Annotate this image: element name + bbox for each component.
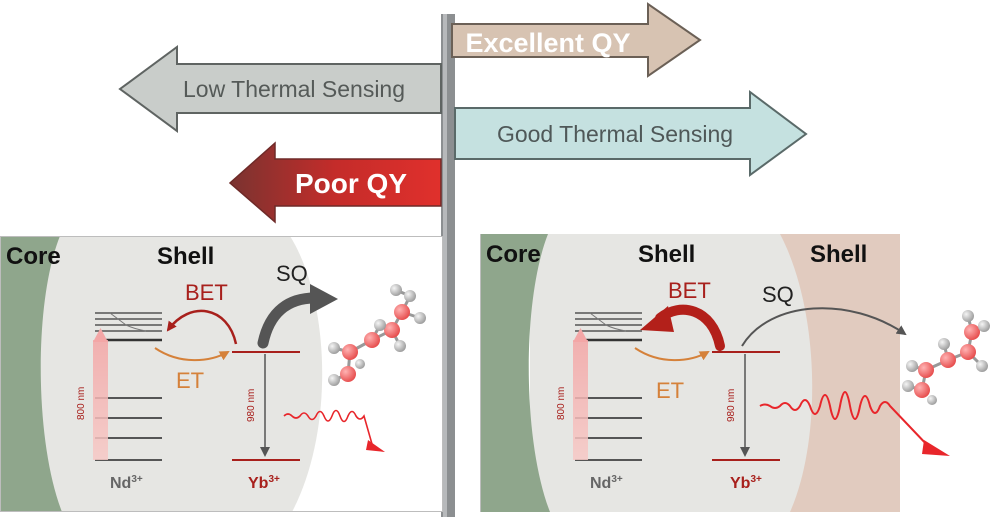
left-et-label: ET: [176, 368, 204, 393]
low-thermal-sensing-arrow: Low Thermal Sensing: [118, 45, 442, 133]
good-thermal-sensing-arrow: Good Thermal Sensing: [454, 90, 808, 177]
left-nd-label: Nd3+: [110, 474, 143, 492]
signpost: Excellent QY Low Thermal Sensing Good Th…: [118, 2, 808, 517]
right-yb-label: Yb3+: [730, 474, 762, 492]
left-sq-label: SQ: [276, 261, 308, 286]
right-solvent-molecule: [902, 310, 990, 405]
right-emission-label: 980 nm: [726, 389, 737, 422]
right-excitation-beam: [573, 340, 588, 460]
right-emission-wave: [759, 391, 931, 449]
good-thermal-sensing-label: Good Thermal Sensing: [497, 121, 733, 147]
right-core-label: Core: [486, 241, 541, 268]
left-emission-wave: [283, 409, 373, 445]
left-core-label: Core: [6, 243, 61, 270]
left-excitation-beam: [93, 340, 108, 460]
right-excitation-label: 800 nm: [556, 387, 567, 420]
left-bet-label: BET: [185, 280, 228, 305]
excellent-qy-label: Excellent QY: [465, 28, 630, 58]
excellent-qy-arrow: Excellent QY: [451, 2, 702, 78]
low-thermal-sensing-label: Low Thermal Sensing: [183, 76, 405, 102]
right-et-arrow: [634, 347, 710, 362]
left-yb-label: Yb3+: [248, 474, 280, 492]
right-et-label: ET: [656, 378, 684, 403]
right-outer-shell-label: Shell: [810, 241, 867, 268]
right-core-region: [480, 234, 550, 512]
left-emission-label: 980 nm: [246, 389, 257, 422]
left-sq-arrow: [257, 292, 321, 349]
right-nd-label: Nd3+: [590, 474, 623, 492]
right-sq-arrow: [741, 307, 907, 347]
right-nanoparticle-panel: Core Shell Shell 800 nm 980 nm BET: [480, 234, 990, 512]
left-excitation-label: 800 nm: [76, 387, 87, 420]
poor-qy-label: Poor QY: [295, 168, 407, 199]
left-bet-arrow: [166, 309, 238, 345]
poor-qy-arrow: Poor QY: [228, 141, 442, 224]
right-inner-shell-region: [530, 234, 813, 512]
left-nanoparticle-panel: Core Shell 800 nm 980 nm BET ET: [0, 236, 443, 512]
left-et-arrow: [154, 347, 230, 362]
right-bet-label: BET: [668, 278, 711, 303]
right-sq-label: SQ: [762, 282, 794, 307]
left-shell-label: Shell: [157, 243, 214, 270]
right-inner-shell-label: Shell: [638, 241, 695, 268]
left-core-region: [0, 236, 62, 512]
left-solvent-molecule: [328, 284, 426, 386]
